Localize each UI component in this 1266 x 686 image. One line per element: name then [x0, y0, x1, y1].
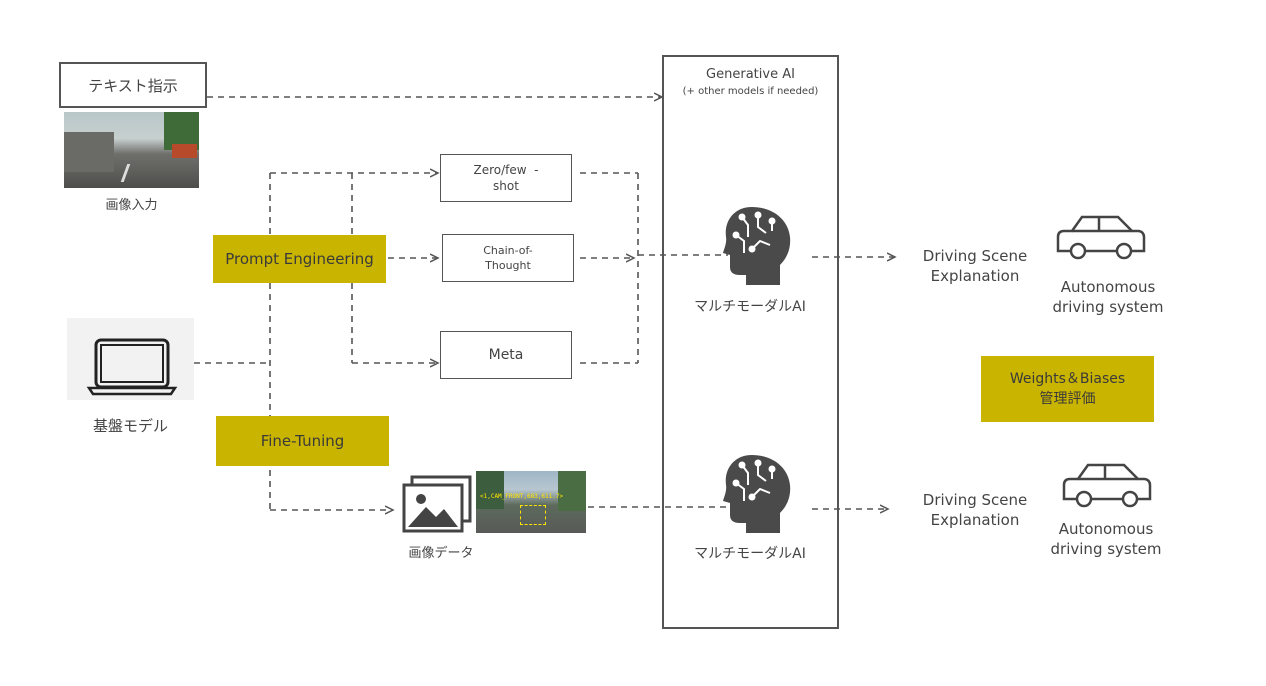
driving-image: <1,CAM_FRONT,683,611.7> [476, 471, 586, 533]
generative-ai-title: Generative AI [706, 67, 795, 82]
brain-head-icon [723, 455, 791, 533]
autonomous-line1: Autonomous [1060, 278, 1156, 296]
generative-ai-container: Generative AI (+ other models if needed) [662, 55, 839, 629]
generative-ai-subtitle: (+ other models if needed) [682, 86, 819, 97]
autonomous-driving-system-top: Autonomous driving system [1040, 277, 1176, 317]
image-data-caption: 画像データ [408, 546, 474, 561]
text-instruction-box: テキスト指示 [59, 62, 207, 108]
text-instruction-label: テキスト指示 [88, 76, 178, 95]
zero-few-shot-box: Zero/few - shot [440, 154, 572, 202]
road-image [64, 112, 199, 188]
fine-tuning-label: Fine-Tuning [260, 432, 345, 450]
chain-of-thought-box: Chain-of- Thought [442, 234, 574, 282]
weights-biases-box: Weights＆Biases 管理評価 [981, 356, 1154, 422]
autonomous-line1: Autonomous [1058, 520, 1154, 538]
driving-scene-line1: Driving Scene [922, 491, 1028, 509]
multimodal-ai-label-bottom: マルチモーダルAI [694, 546, 806, 562]
driving-scene-explanation-bottom: Driving Scene Explanation [905, 490, 1045, 530]
weights-biases-line2: 管理評価 [1039, 391, 1096, 407]
prompt-engineering-box: Prompt Engineering [213, 235, 386, 283]
driving-scene-line1: Driving Scene [922, 247, 1028, 265]
autonomous-line2: driving system [1052, 298, 1164, 316]
driving-scene-explanation-top: Driving Scene Explanation [905, 246, 1045, 286]
car-icon [1062, 463, 1152, 508]
cot-label-line2: Thought [485, 259, 531, 272]
autonomous-driving-system-bottom: Autonomous driving system [1038, 519, 1174, 559]
multimodal-ai-label-top: マルチモーダルAI [694, 299, 806, 315]
fine-tuning-box: Fine-Tuning [216, 416, 389, 466]
brain-head-icon [723, 207, 791, 285]
zero-few-label-line1: Zero/few - [473, 163, 539, 177]
zero-few-label-line2: shot [493, 179, 519, 193]
driving-scene-line2: Explanation [930, 511, 1020, 529]
image-overlay-label: <1,CAM_FRONT,683,611.7> [480, 493, 564, 500]
meta-box: Meta [440, 331, 572, 379]
laptop-icon [86, 338, 178, 396]
autonomous-line2: driving system [1050, 540, 1162, 558]
weights-biases-line1: Weights＆Biases [1009, 371, 1126, 387]
foundation-model-caption: 基盤モデル [92, 417, 168, 435]
meta-label: Meta [488, 347, 524, 363]
cot-label-line1: Chain-of- [483, 244, 533, 257]
prompt-engineering-label: Prompt Engineering [225, 250, 374, 268]
car-icon [1056, 215, 1146, 260]
image-gallery-icon [402, 475, 472, 533]
image-input-caption: 画像入力 [105, 198, 158, 213]
laptop-panel [67, 318, 194, 400]
detection-box [520, 505, 546, 525]
driving-scene-line2: Explanation [930, 267, 1020, 285]
